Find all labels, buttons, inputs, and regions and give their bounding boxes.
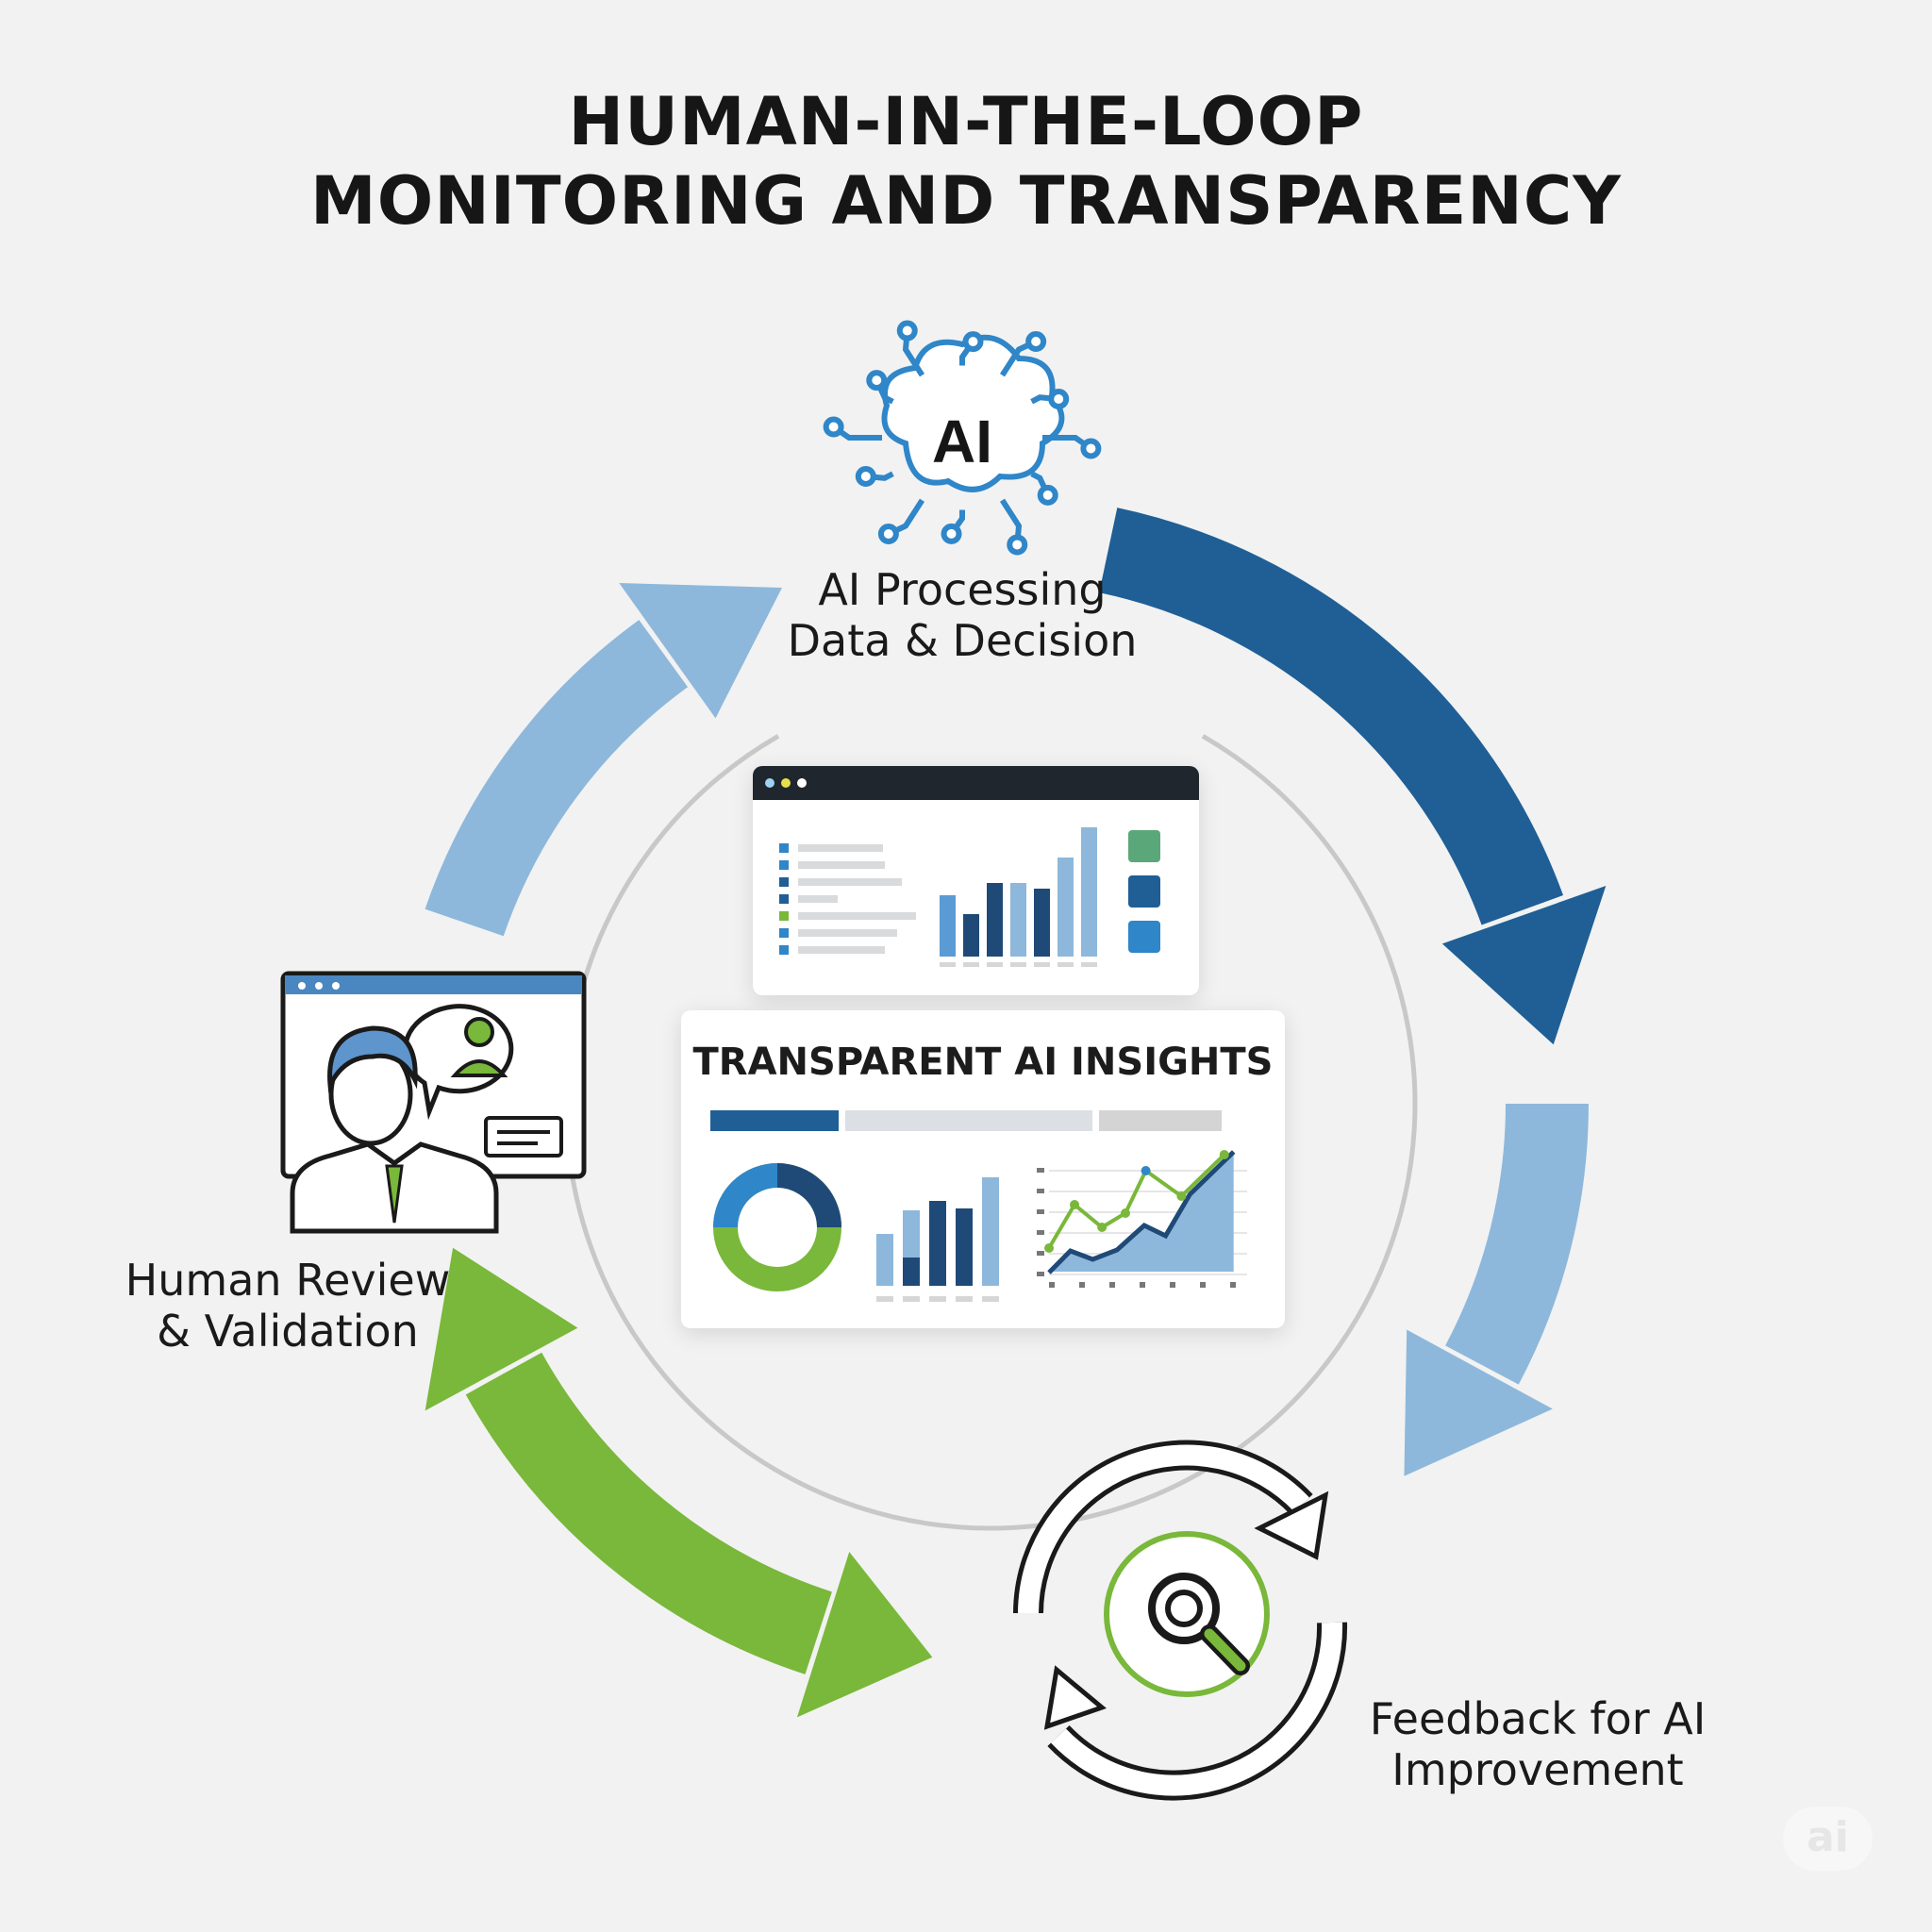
x-tick-label bbox=[1230, 1282, 1236, 1288]
line-point bbox=[1219, 1150, 1229, 1159]
bar-tick bbox=[963, 962, 979, 967]
x-tick-label bbox=[1200, 1282, 1206, 1288]
line-point bbox=[1141, 1166, 1151, 1175]
arrowhead bbox=[1441, 886, 1607, 1045]
y-tick-label bbox=[1037, 1251, 1044, 1256]
list-bullet bbox=[779, 945, 789, 955]
x-tick-label bbox=[1170, 1282, 1175, 1288]
insights-title: TRANSPARENT AI INSIGHTS bbox=[692, 1041, 1274, 1084]
dashboard-bar bbox=[1058, 858, 1074, 957]
insights-bar bbox=[956, 1208, 973, 1286]
list-bullet bbox=[779, 894, 789, 904]
bar-tick bbox=[1081, 962, 1097, 967]
dashboard-window bbox=[753, 766, 1199, 995]
arrowhead bbox=[619, 583, 782, 719]
bar-tick bbox=[929, 1296, 946, 1302]
y-tick-label bbox=[1037, 1209, 1044, 1214]
list-line bbox=[798, 844, 883, 852]
ai-label-line-2: Data & Decision bbox=[787, 615, 1138, 666]
feedback-label-line-2: Improvement bbox=[1391, 1744, 1684, 1795]
list-line bbox=[798, 912, 916, 920]
arrow-feedback-human bbox=[425, 1247, 933, 1718]
bar-tick bbox=[1034, 962, 1050, 967]
dashboard-bar bbox=[963, 914, 979, 957]
arrowhead bbox=[796, 1551, 933, 1718]
list-bullet bbox=[779, 877, 789, 887]
y-tick-label bbox=[1037, 1189, 1044, 1193]
line-point bbox=[1176, 1191, 1187, 1201]
insights-charts bbox=[710, 1110, 1247, 1302]
x-tick-label bbox=[1109, 1282, 1115, 1288]
magnifier-icon bbox=[1148, 1573, 1250, 1675]
list-line bbox=[798, 861, 885, 869]
bar-tick bbox=[1058, 962, 1074, 967]
dark-line-series bbox=[1047, 1150, 1236, 1274]
arrow-human-to-ai bbox=[425, 583, 782, 937]
dashboard-bar bbox=[1034, 889, 1050, 957]
list-line bbox=[798, 929, 897, 937]
human-review-label: Human Review & Validation bbox=[113, 1255, 462, 1357]
x-tick-label bbox=[1079, 1282, 1085, 1288]
insights-panel: TRANSPARENT AI INSIGHTS bbox=[681, 1010, 1285, 1328]
bar-tick bbox=[987, 962, 1003, 967]
arrowhead bbox=[425, 1247, 578, 1411]
line-point bbox=[1044, 1243, 1054, 1253]
feedback-refresh-icon bbox=[1013, 1440, 1348, 1801]
bar-tick bbox=[940, 962, 956, 967]
list-bullet bbox=[779, 860, 789, 870]
ai-brain-circuit-icon bbox=[823, 320, 1102, 556]
watermark-badge: ai bbox=[1783, 1807, 1873, 1871]
ai-icon-text: AI bbox=[932, 408, 992, 475]
bar-tick bbox=[903, 1296, 920, 1302]
insights-bar-segment bbox=[903, 1257, 920, 1286]
feedback-label-line-1: Feedback for AI bbox=[1369, 1693, 1707, 1744]
list-bullet bbox=[779, 928, 789, 938]
insights-bar bbox=[929, 1201, 946, 1286]
area-series bbox=[1049, 1152, 1234, 1273]
ai-processing-label: AI Processing Data & Decision bbox=[774, 564, 1151, 666]
list-line bbox=[798, 946, 885, 954]
dashboard-bar bbox=[1010, 883, 1026, 957]
insights-bar bbox=[982, 1177, 999, 1286]
human-review-icon bbox=[280, 971, 587, 1234]
line-point bbox=[1097, 1223, 1108, 1232]
dashboard-bar bbox=[987, 883, 1003, 957]
arrow-to-feedback bbox=[1404, 1103, 1589, 1476]
line-point bbox=[1121, 1208, 1130, 1218]
dashboard-bar bbox=[940, 895, 956, 957]
list-line bbox=[798, 895, 838, 903]
dashboard-content bbox=[753, 766, 1199, 967]
bar-tick bbox=[1010, 962, 1026, 967]
y-tick-label bbox=[1037, 1272, 1044, 1276]
title-line-2: MONITORING AND TRANSPARENCY bbox=[310, 162, 1622, 240]
human-label-line-1: Human Review bbox=[125, 1255, 451, 1306]
y-tick-label bbox=[1037, 1230, 1044, 1235]
list-bullet bbox=[779, 911, 789, 921]
arrowhead bbox=[1404, 1329, 1553, 1476]
x-tick-label bbox=[1140, 1282, 1145, 1288]
list-bullet bbox=[779, 843, 789, 853]
feedback-label: Feedback for AI Improvement bbox=[1349, 1693, 1726, 1795]
ai-label-line-1: AI Processing bbox=[818, 564, 1107, 615]
donut-chart bbox=[713, 1163, 841, 1291]
human-label-line-2: & Validation bbox=[157, 1306, 419, 1357]
bar-tick bbox=[982, 1296, 999, 1302]
arrow-ai-to-output bbox=[1098, 508, 1607, 1045]
insights-bar bbox=[876, 1234, 893, 1286]
title-line-1: HUMAN-IN-THE-LOOP bbox=[568, 83, 1364, 160]
y-tick-label bbox=[1037, 1168, 1044, 1173]
bar-tick bbox=[956, 1296, 973, 1302]
list-line bbox=[798, 878, 902, 886]
bar-tick bbox=[876, 1296, 893, 1302]
x-tick-label bbox=[1049, 1282, 1055, 1288]
line-point bbox=[1070, 1200, 1079, 1209]
dashboard-bar bbox=[1081, 827, 1097, 957]
